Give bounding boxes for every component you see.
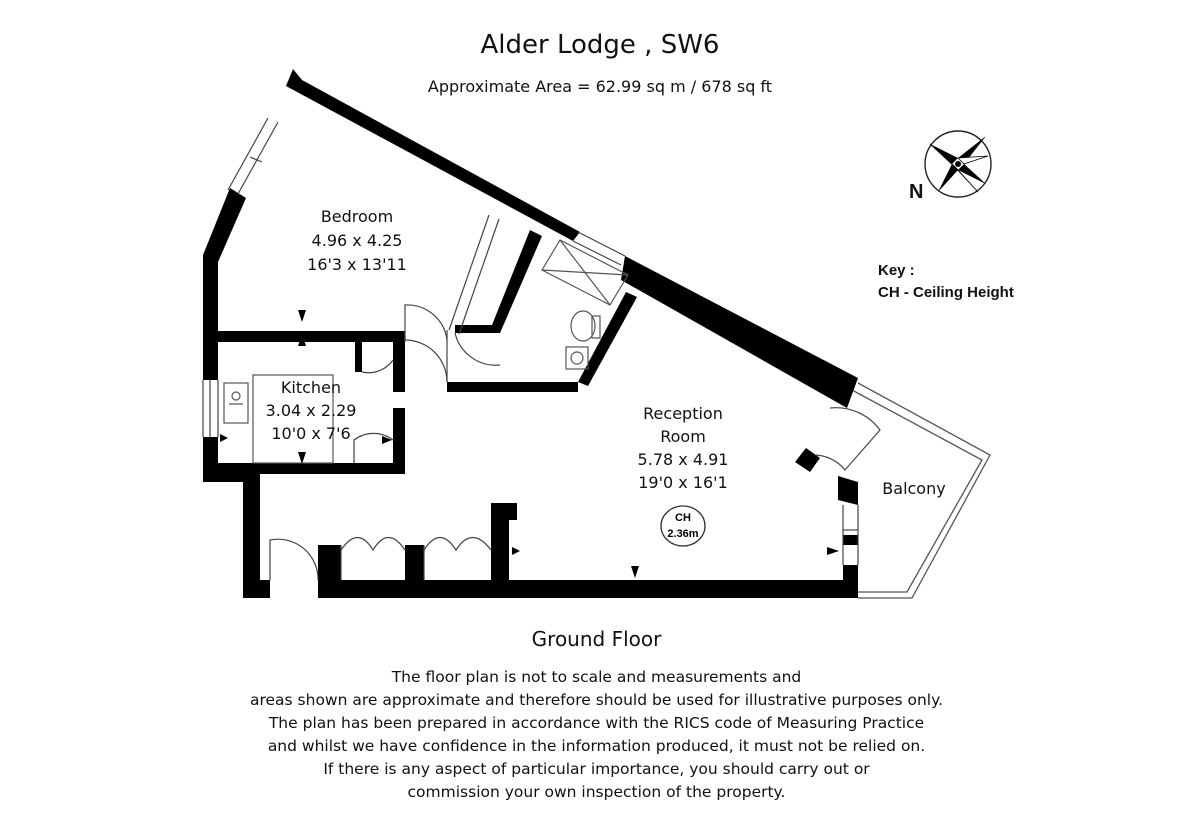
reception-imperial: 19'0 x 16'1 xyxy=(638,473,728,492)
balcony-name: Balcony xyxy=(882,479,945,498)
disclaimer-line: areas shown are approximate and therefor… xyxy=(249,691,943,709)
bedroom-name: Bedroom xyxy=(321,207,393,226)
approximate-area: Approximate Area = 62.99 sq m / 678 sq f… xyxy=(427,77,773,96)
bedroom-metric: 4.96 x 4.25 xyxy=(312,231,403,250)
key-entry: CH - Ceiling Height xyxy=(878,284,1014,301)
disclaimer: The floor plan is not to scale and measu… xyxy=(0,666,1193,804)
reception-name-line2: Room xyxy=(660,427,706,446)
bathroom-fixtures xyxy=(541,239,629,370)
bedroom-imperial: 16'3 x 13'11 xyxy=(307,255,407,274)
property-title: Alder Lodge , SW6 xyxy=(480,30,720,60)
reception-name-line1: Reception xyxy=(643,404,723,423)
disclaimer-line: and whilst we have confidence in the inf… xyxy=(267,737,926,755)
walls xyxy=(203,69,858,598)
legend-key: Key : CH - Ceiling Height xyxy=(878,260,1014,304)
kitchen-metric: 3.04 x 2.29 xyxy=(266,401,357,420)
kitchen-imperial: 10'0 x 7'6 xyxy=(271,424,350,443)
reception-metric: 5.78 x 4.91 xyxy=(638,450,729,469)
disclaimer-line: The plan has been prepared in accordance… xyxy=(268,714,925,732)
ceiling-value: 2.36m xyxy=(667,528,698,540)
floor-name: Ground Floor xyxy=(531,627,662,651)
north-label: N xyxy=(909,181,924,203)
door-swings xyxy=(269,304,881,581)
ceiling-label: CH xyxy=(675,512,691,524)
ceiling-height-badge: CH 2.36m xyxy=(660,505,706,547)
windows xyxy=(202,117,859,565)
kitchen-name: Kitchen xyxy=(281,378,341,397)
key-title: Key : xyxy=(878,262,915,279)
kitchen-fixtures xyxy=(223,374,334,464)
disclaimer-line: If there is any aspect of particular imp… xyxy=(323,760,870,778)
disclaimer-line: commission your own inspection of the pr… xyxy=(407,783,786,801)
disclaimer-line: The floor plan is not to scale and measu… xyxy=(391,668,802,686)
balcony-outline xyxy=(851,382,991,599)
compass-rose-icon xyxy=(924,130,992,198)
height-markers xyxy=(220,310,839,578)
